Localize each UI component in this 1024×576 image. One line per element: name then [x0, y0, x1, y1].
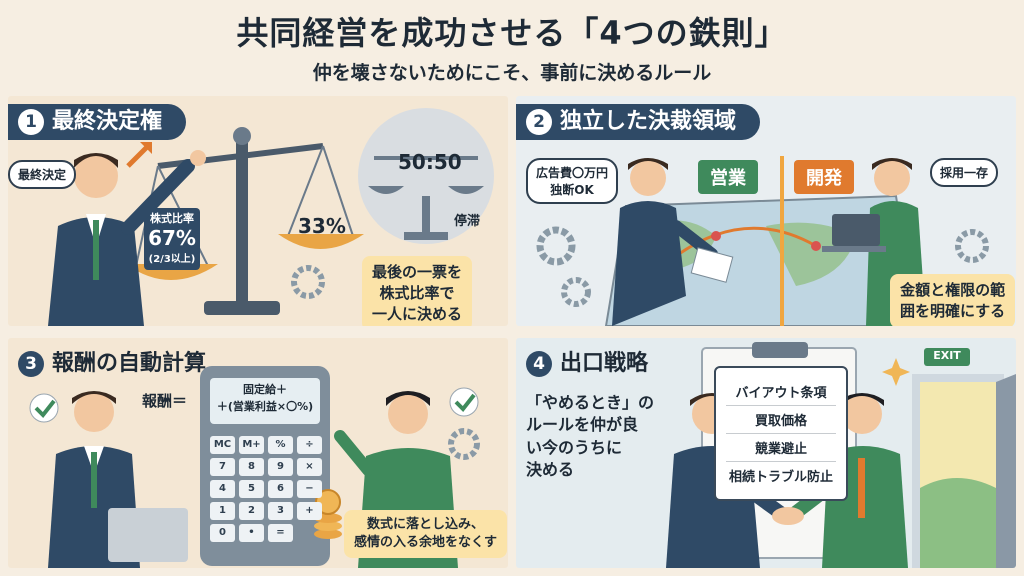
checklist-item: 競業避止 [726, 434, 836, 462]
calculator-key: 7 [210, 458, 235, 476]
checklist-item: バイアウト条項 [726, 378, 836, 406]
calculator-key: M+ [239, 436, 264, 454]
note-line: 最後の一票を [372, 263, 463, 281]
text-line: 「やめるとき」の [526, 393, 655, 412]
note-line: 株式比率で [379, 284, 455, 302]
calculator-key: 4 [210, 480, 235, 498]
calculator-key: − [297, 480, 322, 498]
calculator-key: ÷ [297, 436, 322, 454]
page-title: 共同経営を成功させる「4つの鉄則」 [236, 14, 788, 52]
calculator-key: + [297, 502, 322, 520]
formula-line: ＋(営業利益×〇%) [216, 399, 314, 413]
tie-label: 停滞 [454, 214, 481, 229]
note-line: 数式に落とし込み、 [367, 517, 485, 532]
rule-note: 金額と権限の範 囲を明確にする [890, 274, 1016, 326]
exit-sign: EXIT [933, 349, 961, 362]
checklist-item: 買取価格 [726, 406, 836, 434]
balance-scale-illustration [48, 108, 494, 326]
calculator-key: • [239, 524, 264, 542]
calculator-key: 5 [239, 480, 264, 498]
panel-title-text: 最終決定権 [52, 109, 163, 134]
tag-development: 開発 [794, 160, 854, 194]
panel-exit-strategy: 4 出口戦略 EXIT 「やめるとき」の ルールを仲が良 い今のうちに 決める バ… [516, 338, 1016, 568]
panel-number: 4 [526, 351, 552, 377]
exit-rule-text: 「やめるとき」の ルールを仲が良 い今のうちに 決める [526, 392, 654, 482]
panel-title-text: 報酬の自動計算 [52, 351, 207, 376]
calculator-key: 0 [210, 524, 235, 542]
tie-value: 50:50 [398, 150, 462, 174]
panel-3-title: 3 報酬の自動計算 [8, 346, 230, 382]
share-label: 株式比率 [150, 212, 194, 225]
share-value: 67% [148, 226, 196, 250]
calculator-key: 1 [210, 502, 235, 520]
panel-4-title: 4 出口戦略 [516, 346, 672, 382]
panel-number: 2 [526, 109, 552, 135]
calculator-key: 6 [268, 480, 293, 498]
rule-note: 数式に落とし込み、 感情の入る余地をなくす [344, 510, 508, 559]
panel-title-text: 独立した決裁領域 [560, 109, 737, 134]
pan-value: 33% [298, 214, 346, 238]
speech-bubble-ad-budget: 広告費〇万円 独断OK [526, 158, 619, 204]
share-box: 株式比率 67% (2/3以上) [144, 210, 200, 265]
speech-bubble-hiring: 採用一存 [930, 158, 999, 187]
panel-final-decision: 1 最終決定権 最終決定 株式比率 67% (2/3以上) 33% 50:50 停… [8, 96, 508, 326]
calculator-key [297, 524, 322, 542]
calculator-key-row: 0•= [210, 524, 322, 542]
calculator-key: = [268, 524, 293, 542]
text-line: ルールを仲が良 [526, 415, 639, 435]
panel-decision-domains: 2 独立した決裁領域 広告費〇万円 独断OK 営業 開発 採用一存 金額と権限の範… [516, 96, 1016, 326]
note-line: 一人に決める [372, 305, 463, 323]
formula-line: 固定給＋ [243, 383, 287, 396]
bubble-line: 独断OK [550, 183, 594, 197]
speech-bubble-final: 最終決定 [8, 160, 77, 189]
tag-sales: 営業 [698, 160, 758, 194]
panel-2-title: 2 独立した決裁領域 [516, 104, 761, 140]
share-note: (2/3以上) [148, 254, 196, 265]
calculator-key: 3 [268, 502, 293, 520]
checklist-item: 相続トラブル防止 [728, 470, 833, 485]
bubble-line: 広告費〇万円 [536, 166, 609, 180]
calculator-key: 9 [268, 458, 293, 476]
text-line: 決める [526, 460, 575, 480]
panel-number: 1 [18, 109, 44, 135]
note-line: 感情の入る余地をなくす [354, 535, 498, 551]
map-illustration [536, 156, 989, 326]
page-subtitle: 仲を壊さないためにこそ、事前に決めるルール [312, 62, 712, 84]
text-line: い今のうちに [526, 437, 623, 457]
rule-note: 最後の一票を 株式比率で 一人に決める [362, 256, 473, 326]
panel-number: 3 [18, 351, 44, 377]
calculator-display: 固定給＋ ＋(営業利益×〇%) [212, 382, 318, 415]
calculator-key: × [297, 458, 322, 476]
calculator-key: 2 [239, 502, 264, 520]
calculator-key: 8 [239, 458, 264, 476]
calculator-key: % [268, 436, 293, 454]
note-line: 囲を明確にする [900, 302, 1006, 320]
panel-title-text: 出口戦略 [560, 351, 649, 376]
exit-checklist: バイアウト条項 買取価格 競業避止 相続トラブル防止 [714, 366, 848, 501]
note-line: 金額と権限の範 [900, 281, 1006, 299]
panel-1-title: 1 最終決定権 [8, 104, 187, 140]
calculator-key: MC [210, 436, 235, 454]
formula-label: 報酬＝ [142, 392, 188, 410]
